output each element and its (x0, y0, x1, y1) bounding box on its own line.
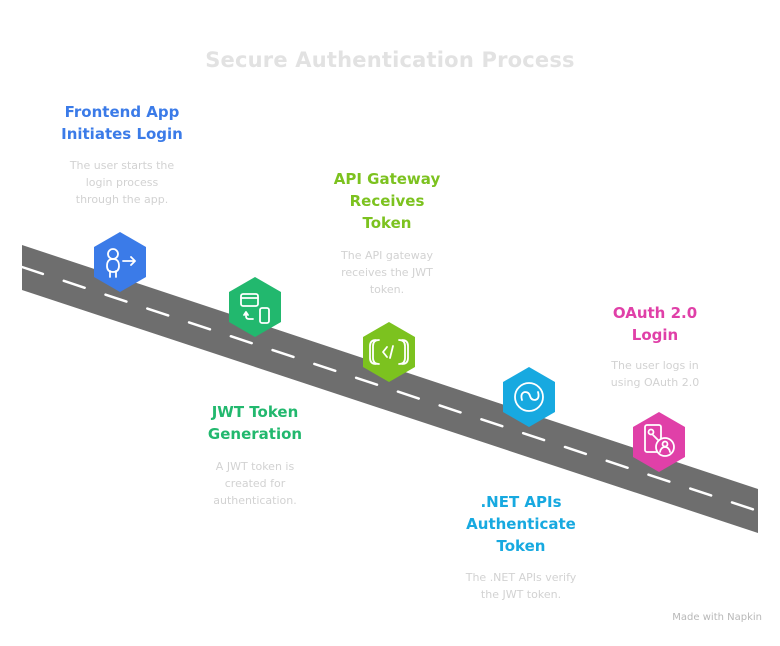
step-desc-api-gateway: The API gateway receives the JWT token. (307, 247, 467, 298)
desc-line: receives the JWT (341, 266, 433, 279)
desc-line: token. (369, 283, 405, 296)
title-line: Token (362, 214, 412, 232)
step-title-dotnet-apis: .NET APIs Authenticate Token (441, 491, 601, 557)
step-node-frontend-app[interactable] (94, 232, 146, 292)
phone-user-icon (644, 424, 675, 457)
step-title-frontend-app: Frontend App Initiates Login (42, 101, 202, 145)
title-line: Token (496, 537, 546, 555)
hexagon (503, 367, 555, 427)
user-arrow-icon (106, 248, 136, 278)
step-node-api-gateway[interactable] (363, 322, 415, 382)
road (22, 245, 758, 533)
step-title-api-gateway: API Gateway Receives Token (307, 168, 467, 234)
infinity-link-icon (514, 382, 544, 412)
desc-line: A JWT token is (215, 460, 295, 473)
desc-line: The user logs in (611, 359, 699, 372)
step-desc-frontend-app: The user starts the login process throug… (42, 157, 202, 208)
title-line: Authenticate (466, 515, 576, 533)
desc-line: authentication. (213, 494, 297, 507)
hexagon (363, 322, 415, 382)
title-line: Initiates Login (61, 125, 183, 143)
desc-line: The .NET APIs verify (465, 571, 577, 584)
step-title-jwt-token: JWT Token Generation (175, 401, 335, 445)
title-line: Login (631, 326, 679, 344)
diagram-title: Secure Authentication Process (205, 48, 575, 72)
title-line: Generation (207, 425, 303, 443)
title-line: .NET APIs (480, 493, 562, 511)
step-node-oauth[interactable] (633, 412, 685, 472)
card-to-phone-icon (240, 293, 270, 324)
desc-line: created for (224, 477, 286, 490)
desc-line: through the app. (75, 193, 169, 206)
api-code-icon (369, 339, 409, 365)
hexagon (94, 232, 146, 292)
title-line: OAuth 2.0 (612, 304, 698, 322)
title-line: JWT Token (211, 403, 299, 421)
napkin-watermark: Made with Napkin (672, 612, 762, 623)
step-desc-jwt-token: A JWT token is created for authenticatio… (175, 458, 335, 509)
title-line: Receives (349, 192, 425, 210)
desc-line: The API gateway (341, 249, 433, 262)
title-line: Frontend App (64, 103, 180, 121)
desc-line: The user starts the (69, 159, 175, 172)
step-node-dotnet-apis[interactable] (503, 367, 555, 427)
step-desc-oauth: The user logs in using OAuth 2.0 (575, 357, 735, 391)
step-title-oauth: OAuth 2.0 Login (575, 302, 735, 346)
desc-line: using OAuth 2.0 (610, 376, 700, 389)
desc-line: login process (85, 176, 159, 189)
title-line: API Gateway (333, 170, 441, 188)
step-node-jwt-token[interactable] (229, 277, 281, 337)
desc-line: the JWT token. (480, 588, 562, 601)
step-desc-dotnet-apis: The .NET APIs verify the JWT token. (441, 569, 601, 603)
